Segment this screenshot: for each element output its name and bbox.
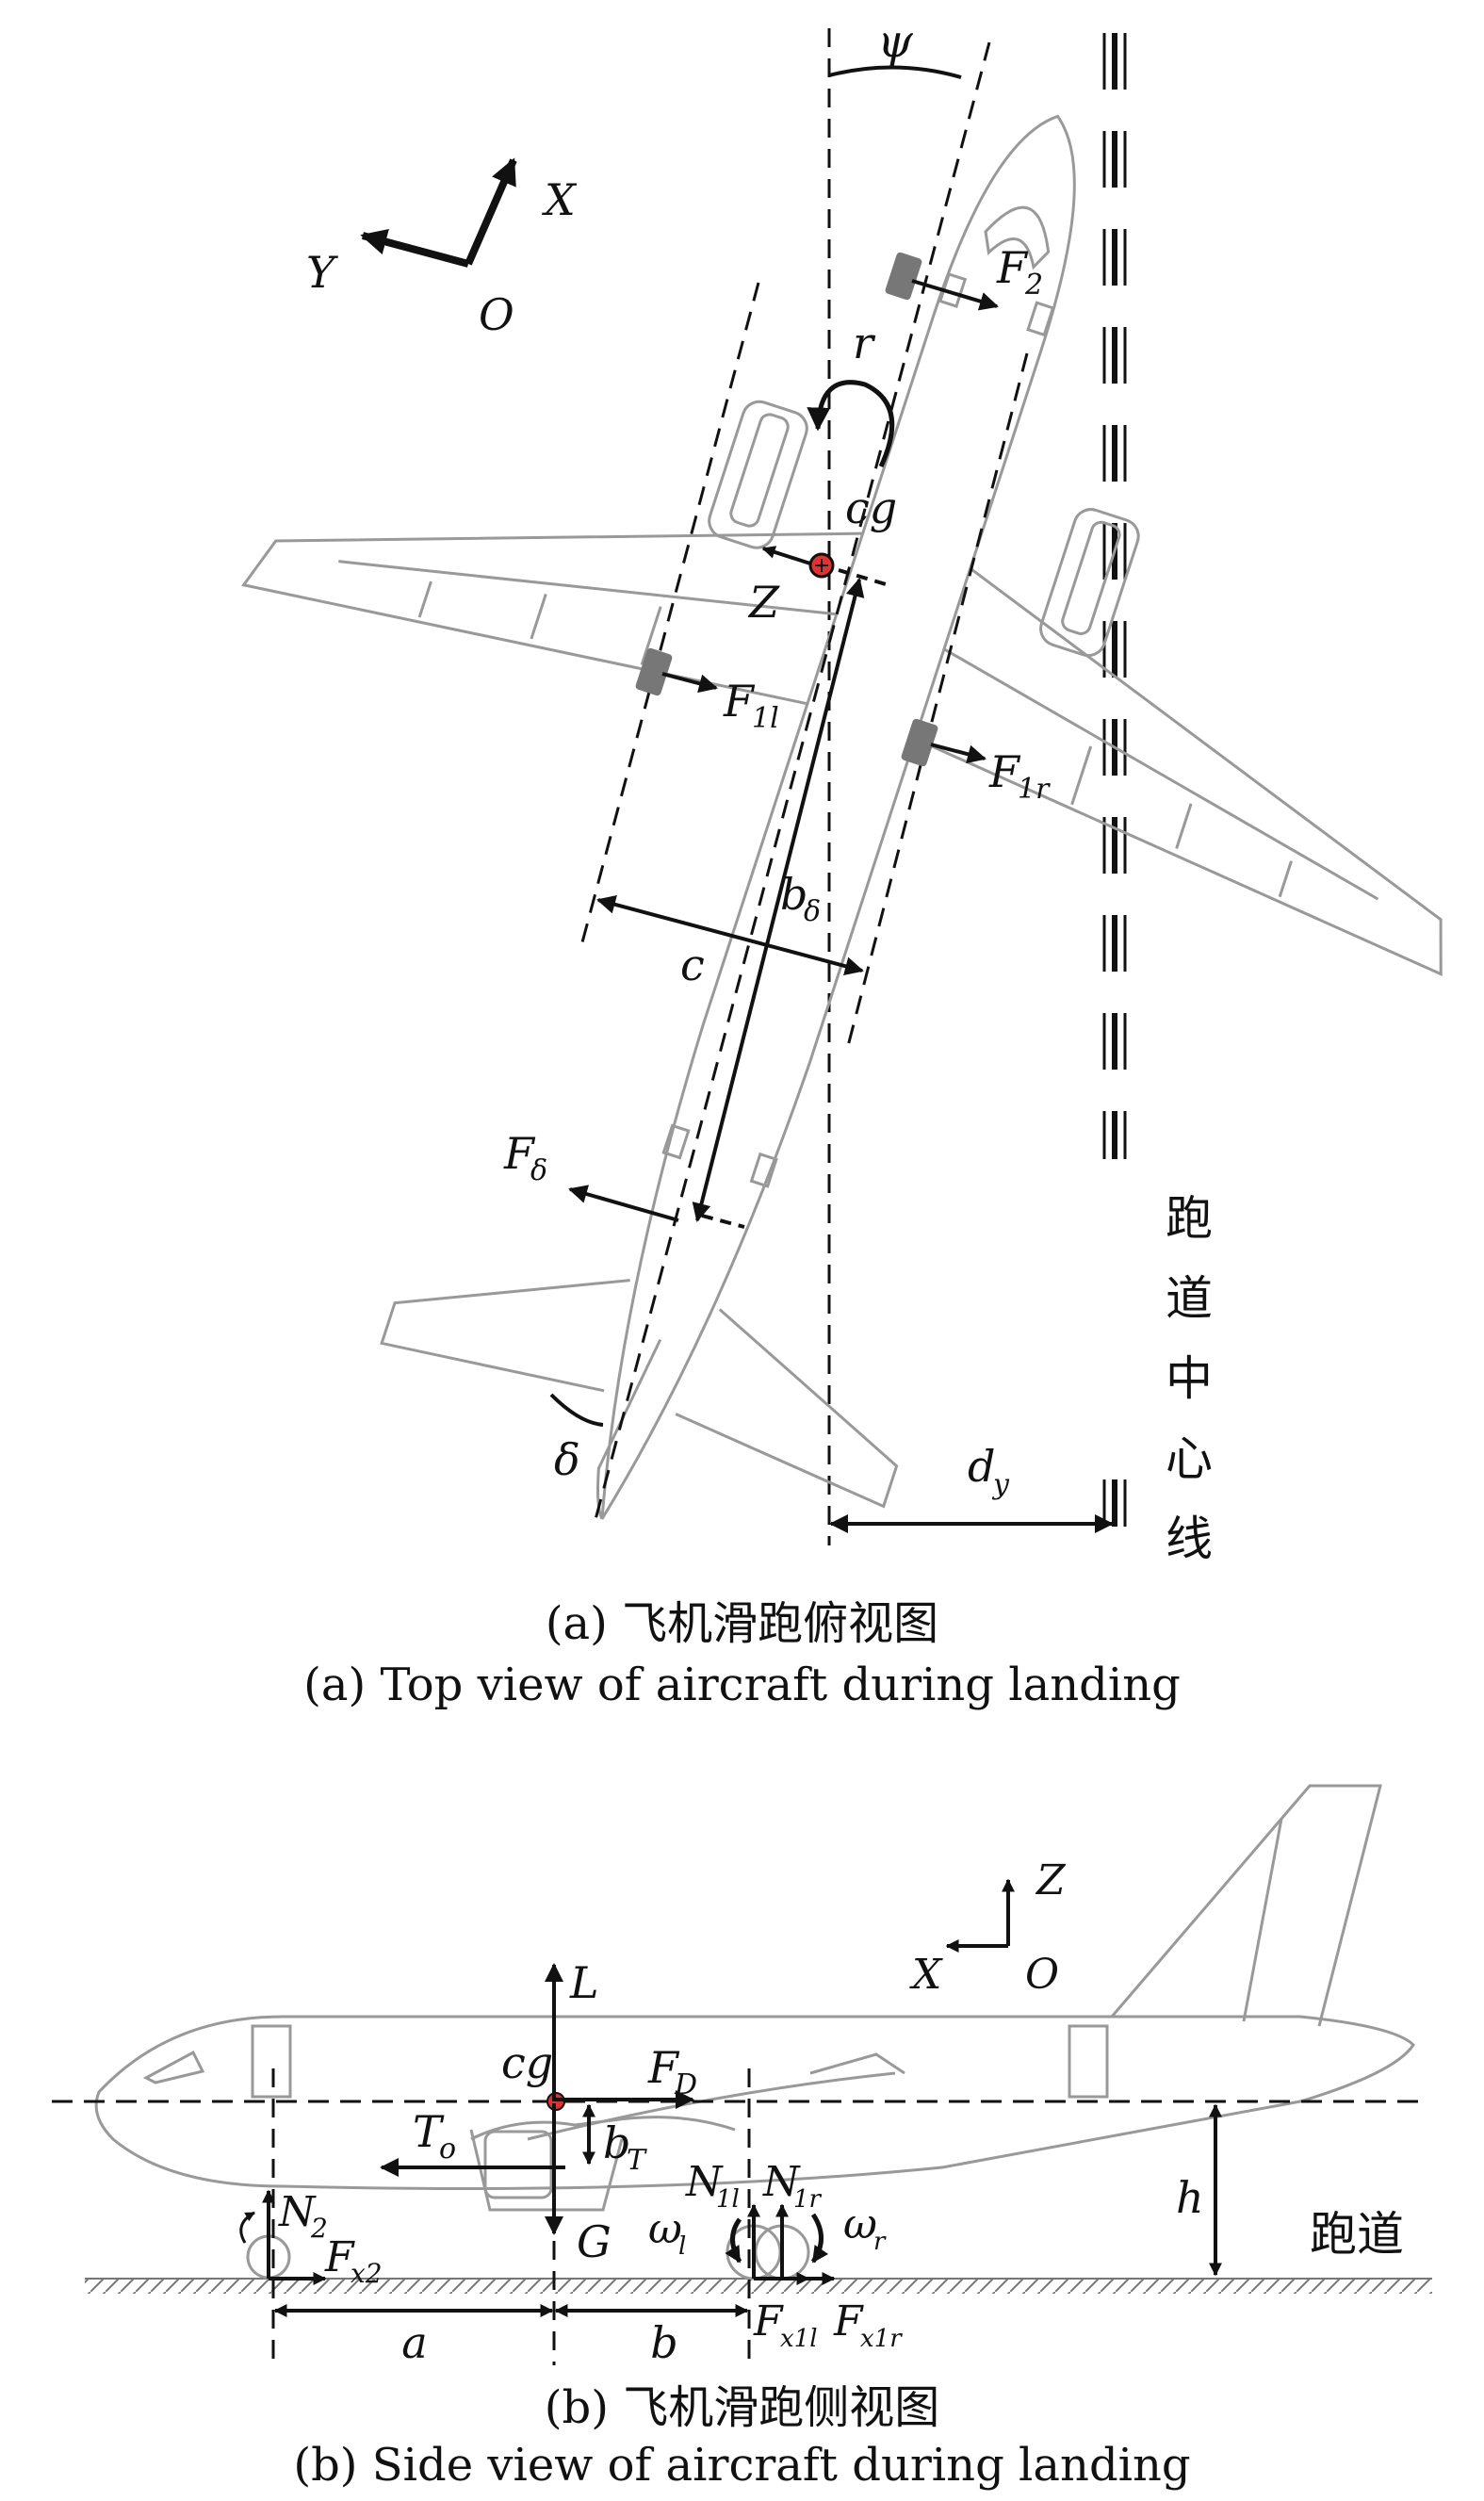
f1l-sub: 1l <box>752 702 779 735</box>
n1l-sub: 1l <box>716 2185 740 2214</box>
c-label: c <box>680 940 705 990</box>
wr-sub: r <box>873 2228 887 2256</box>
wl-main: ω <box>648 2205 682 2253</box>
z-arrow <box>761 546 811 565</box>
left-main-gear <box>635 647 673 696</box>
to-main: T <box>413 2106 445 2157</box>
runway-char-1: 跑 <box>1166 1191 1213 1246</box>
rudder <box>596 1338 662 1520</box>
runway-centerline-label: 跑 道 中 心 线 <box>1166 1191 1213 1566</box>
side-axes: Z X O <box>909 1856 1067 1999</box>
caption-a-en: (a) Top view of aircraft during landing <box>303 1659 1181 1711</box>
runway-char-5: 线 <box>1166 1512 1213 1566</box>
f1r-main: F <box>988 746 1021 797</box>
left-engine <box>708 400 808 549</box>
runway-label-side: 跑道 <box>1310 2207 1404 2262</box>
f1l-arrow <box>661 672 718 694</box>
r-label: r <box>853 318 876 368</box>
f2-arrow <box>911 279 999 311</box>
h-label: h <box>1176 2172 1204 2223</box>
aircraft-top <box>241 114 1443 1520</box>
f2-sub: 2 <box>1024 269 1043 302</box>
right-wing <box>914 567 1443 976</box>
b-label: b <box>650 2317 677 2368</box>
left-stabilizer <box>380 1279 630 1393</box>
runway-centerline <box>1102 33 1127 1527</box>
cg-label-top: cg <box>845 482 897 533</box>
f2-main: F <box>996 242 1029 293</box>
top-view: 跑 道 中 心 线 <box>241 15 1443 1566</box>
bt-sub: T <box>627 2144 647 2177</box>
fx1l-main: F <box>753 2297 784 2346</box>
n2-sub: 2 <box>310 2213 328 2244</box>
dy-main: d <box>968 1441 995 1492</box>
top-axis-o: O <box>479 289 514 340</box>
top-axes: X Y O <box>306 157 578 340</box>
fdelta-main: F <box>503 1128 536 1179</box>
z-label: Z <box>747 577 780 628</box>
caption-a-cn: (a) 飞机滑跑俯视图 <box>545 1597 939 1650</box>
right-main-gear <box>901 718 938 767</box>
caption-b-en: (b) Side view of aircraft during landing <box>293 2439 1191 2492</box>
weight-label: G <box>577 2216 612 2267</box>
nose-gear <box>885 252 922 301</box>
cg-label-side: cg <box>501 2037 553 2088</box>
runway-char-2: 道 <box>1166 1271 1213 1326</box>
to-sub: o <box>439 2133 456 2166</box>
lift-label: L <box>569 1957 599 2008</box>
f1r-arrow <box>930 743 987 764</box>
ground <box>85 2279 1432 2294</box>
delta-label: δ <box>554 1434 580 1485</box>
c-dimension <box>596 894 864 976</box>
n1r-sub: 1r <box>793 2185 823 2214</box>
side-axis-x: X <box>909 1951 943 1999</box>
delta-arc <box>549 1393 604 1427</box>
psi-arc <box>828 65 962 79</box>
n1l-main: N <box>685 2158 724 2206</box>
fx1r-sub: x1r <box>860 2325 903 2353</box>
fdelta-arrow <box>568 1185 679 1222</box>
fd-main: F <box>647 2042 680 2093</box>
right-engine <box>1039 508 1140 658</box>
top-axis-x: X <box>542 174 578 225</box>
side-view: cg L F D T o b T G N 2 F x2 N 1l N 1r <box>52 1784 1432 2368</box>
f1r-sub: 1r <box>1018 773 1051 806</box>
cockpit <box>984 205 1051 270</box>
fx1r-main: F <box>833 2297 864 2346</box>
bt-main: b <box>603 2117 630 2168</box>
top-axis-y: Y <box>306 247 339 298</box>
fx2-sub: x2 <box>351 2258 383 2289</box>
bdelta-dimension <box>692 578 865 1222</box>
n2-main: N <box>278 2188 317 2236</box>
fdelta-sub: δ <box>530 1154 547 1187</box>
f1l-main: F <box>723 676 756 727</box>
runway-char-4: 心 <box>1166 1431 1213 1486</box>
a-label: a <box>401 2317 427 2368</box>
fx1l-sub: x1l <box>780 2325 818 2353</box>
fd-sub: D <box>674 2068 697 2101</box>
right-stabilizer <box>675 1308 899 1509</box>
psi-label: ψ <box>877 15 914 68</box>
runway-char-3: 中 <box>1166 1351 1213 1406</box>
side-axis-z: Z <box>1035 1856 1067 1904</box>
wl-sub: l <box>678 2232 686 2261</box>
side-axis-o: O <box>1025 1951 1059 1999</box>
wr-main: ω <box>843 2200 877 2248</box>
left-wing <box>241 531 863 706</box>
dy-sub: y <box>991 1468 1010 1501</box>
yaw-arrow <box>807 380 895 468</box>
caption-b-cn: (b) 飞机滑跑侧视图 <box>544 2381 940 2434</box>
n1r-main: N <box>762 2158 801 2206</box>
aircraft-axis-lines <box>580 41 1029 1528</box>
bdelta-sub: δ <box>804 895 821 928</box>
fx2-main: F <box>324 2233 355 2281</box>
